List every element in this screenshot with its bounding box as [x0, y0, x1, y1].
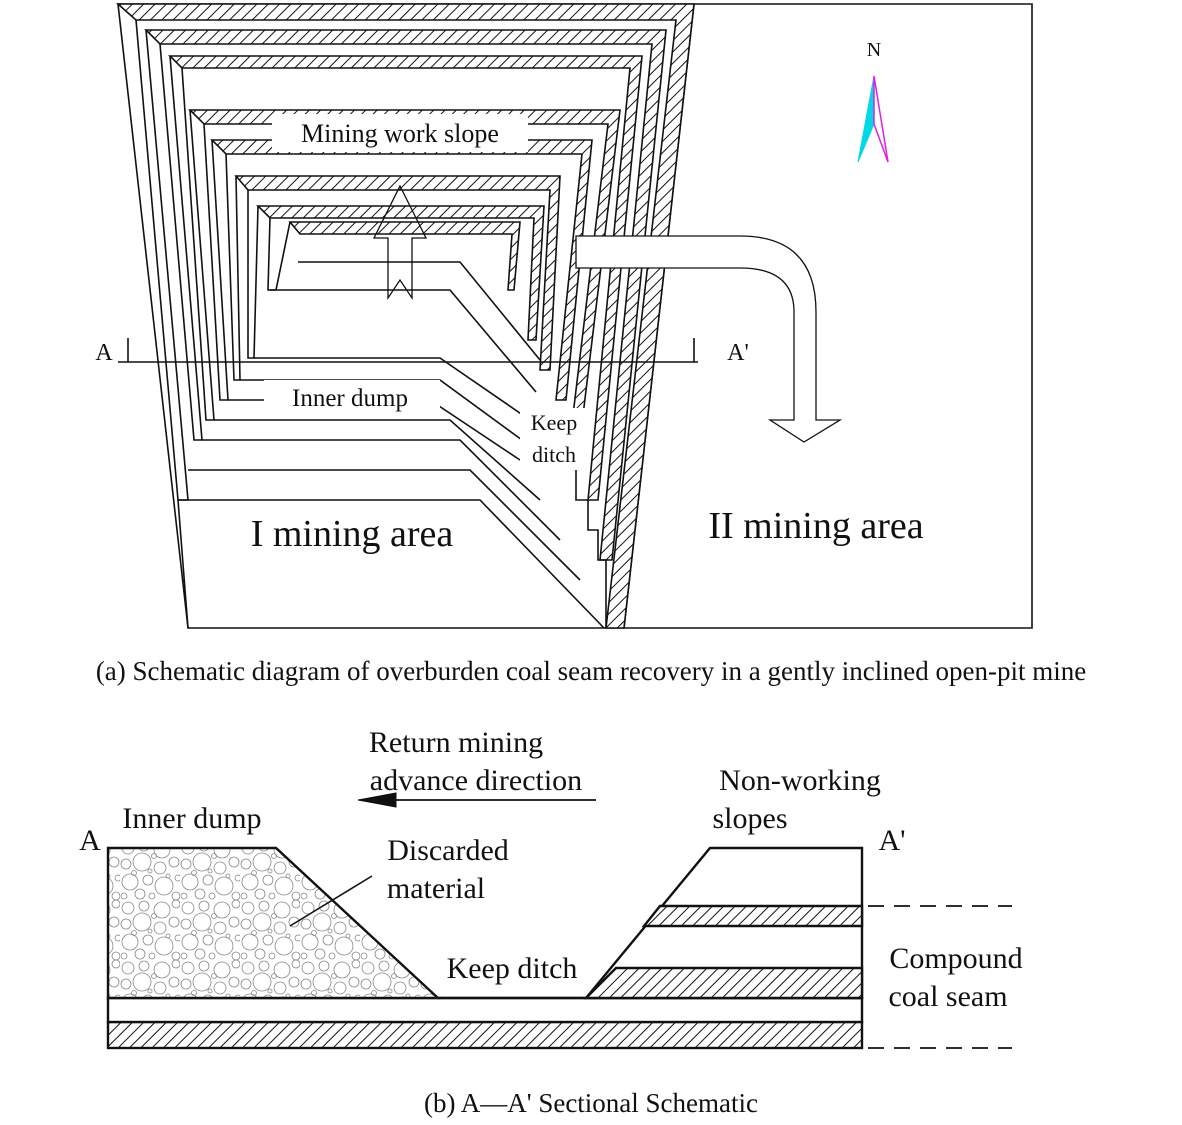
- label-inner-dump-a: Inner dump: [292, 385, 408, 412]
- inner-dump-body: [106, 846, 442, 1000]
- label-section-a-b: A: [79, 824, 101, 857]
- coal-layer-lower: [583, 966, 864, 1000]
- label-section-a-prime: A': [727, 340, 749, 366]
- bottom-coal-seam: [106, 1020, 864, 1050]
- label-direction-line1: Return mining: [369, 726, 543, 759]
- caption-b: (b) A—A' Sectional Schematic: [424, 1088, 758, 1118]
- label-inner-dump-b: Inner dump: [122, 802, 261, 835]
- label-compound-line2: coal seam: [888, 980, 1007, 1013]
- caption-a: (a) Schematic diagram of overburden coal…: [96, 656, 1086, 686]
- label-keep-ditch-a-line2: ditch: [532, 442, 576, 467]
- label-north: N: [867, 39, 881, 61]
- floor-layer: [106, 996, 864, 1024]
- transfer-arrow-icon: [575, 235, 843, 443]
- panel-b-section: [106, 792, 1012, 1050]
- keep-ditch-steps: [575, 470, 607, 628]
- label-nonworking-line2: slopes: [713, 802, 788, 835]
- advance-direction-arrowhead-icon: [357, 792, 397, 808]
- label-compound-line1: Compound: [889, 942, 1022, 975]
- label-section-a-prime-b: A': [878, 824, 905, 857]
- discarded-leader-line: [289, 875, 373, 927]
- label-discarded-line2: material: [387, 872, 485, 905]
- label-direction-line2: advance direction: [370, 764, 582, 797]
- label-keep-ditch-a-line1: Keep: [531, 410, 577, 435]
- label-area-two: II mining area: [708, 505, 923, 547]
- plan-frame: [117, 3, 1033, 629]
- label-area-one: I mining area: [251, 513, 454, 555]
- coal-layer-upper: [641, 904, 864, 928]
- label-keep-ditch-b: Keep ditch: [447, 952, 578, 985]
- label-mining-work-slope: Mining work slope: [301, 119, 499, 148]
- north-arrow-icon: N: [857, 39, 889, 163]
- label-discarded-line1: Discarded: [387, 834, 509, 867]
- label-section-a: A: [95, 340, 113, 366]
- advance-arrow-icon: [372, 184, 428, 301]
- label-nonworking-line1: Non-working: [719, 764, 881, 797]
